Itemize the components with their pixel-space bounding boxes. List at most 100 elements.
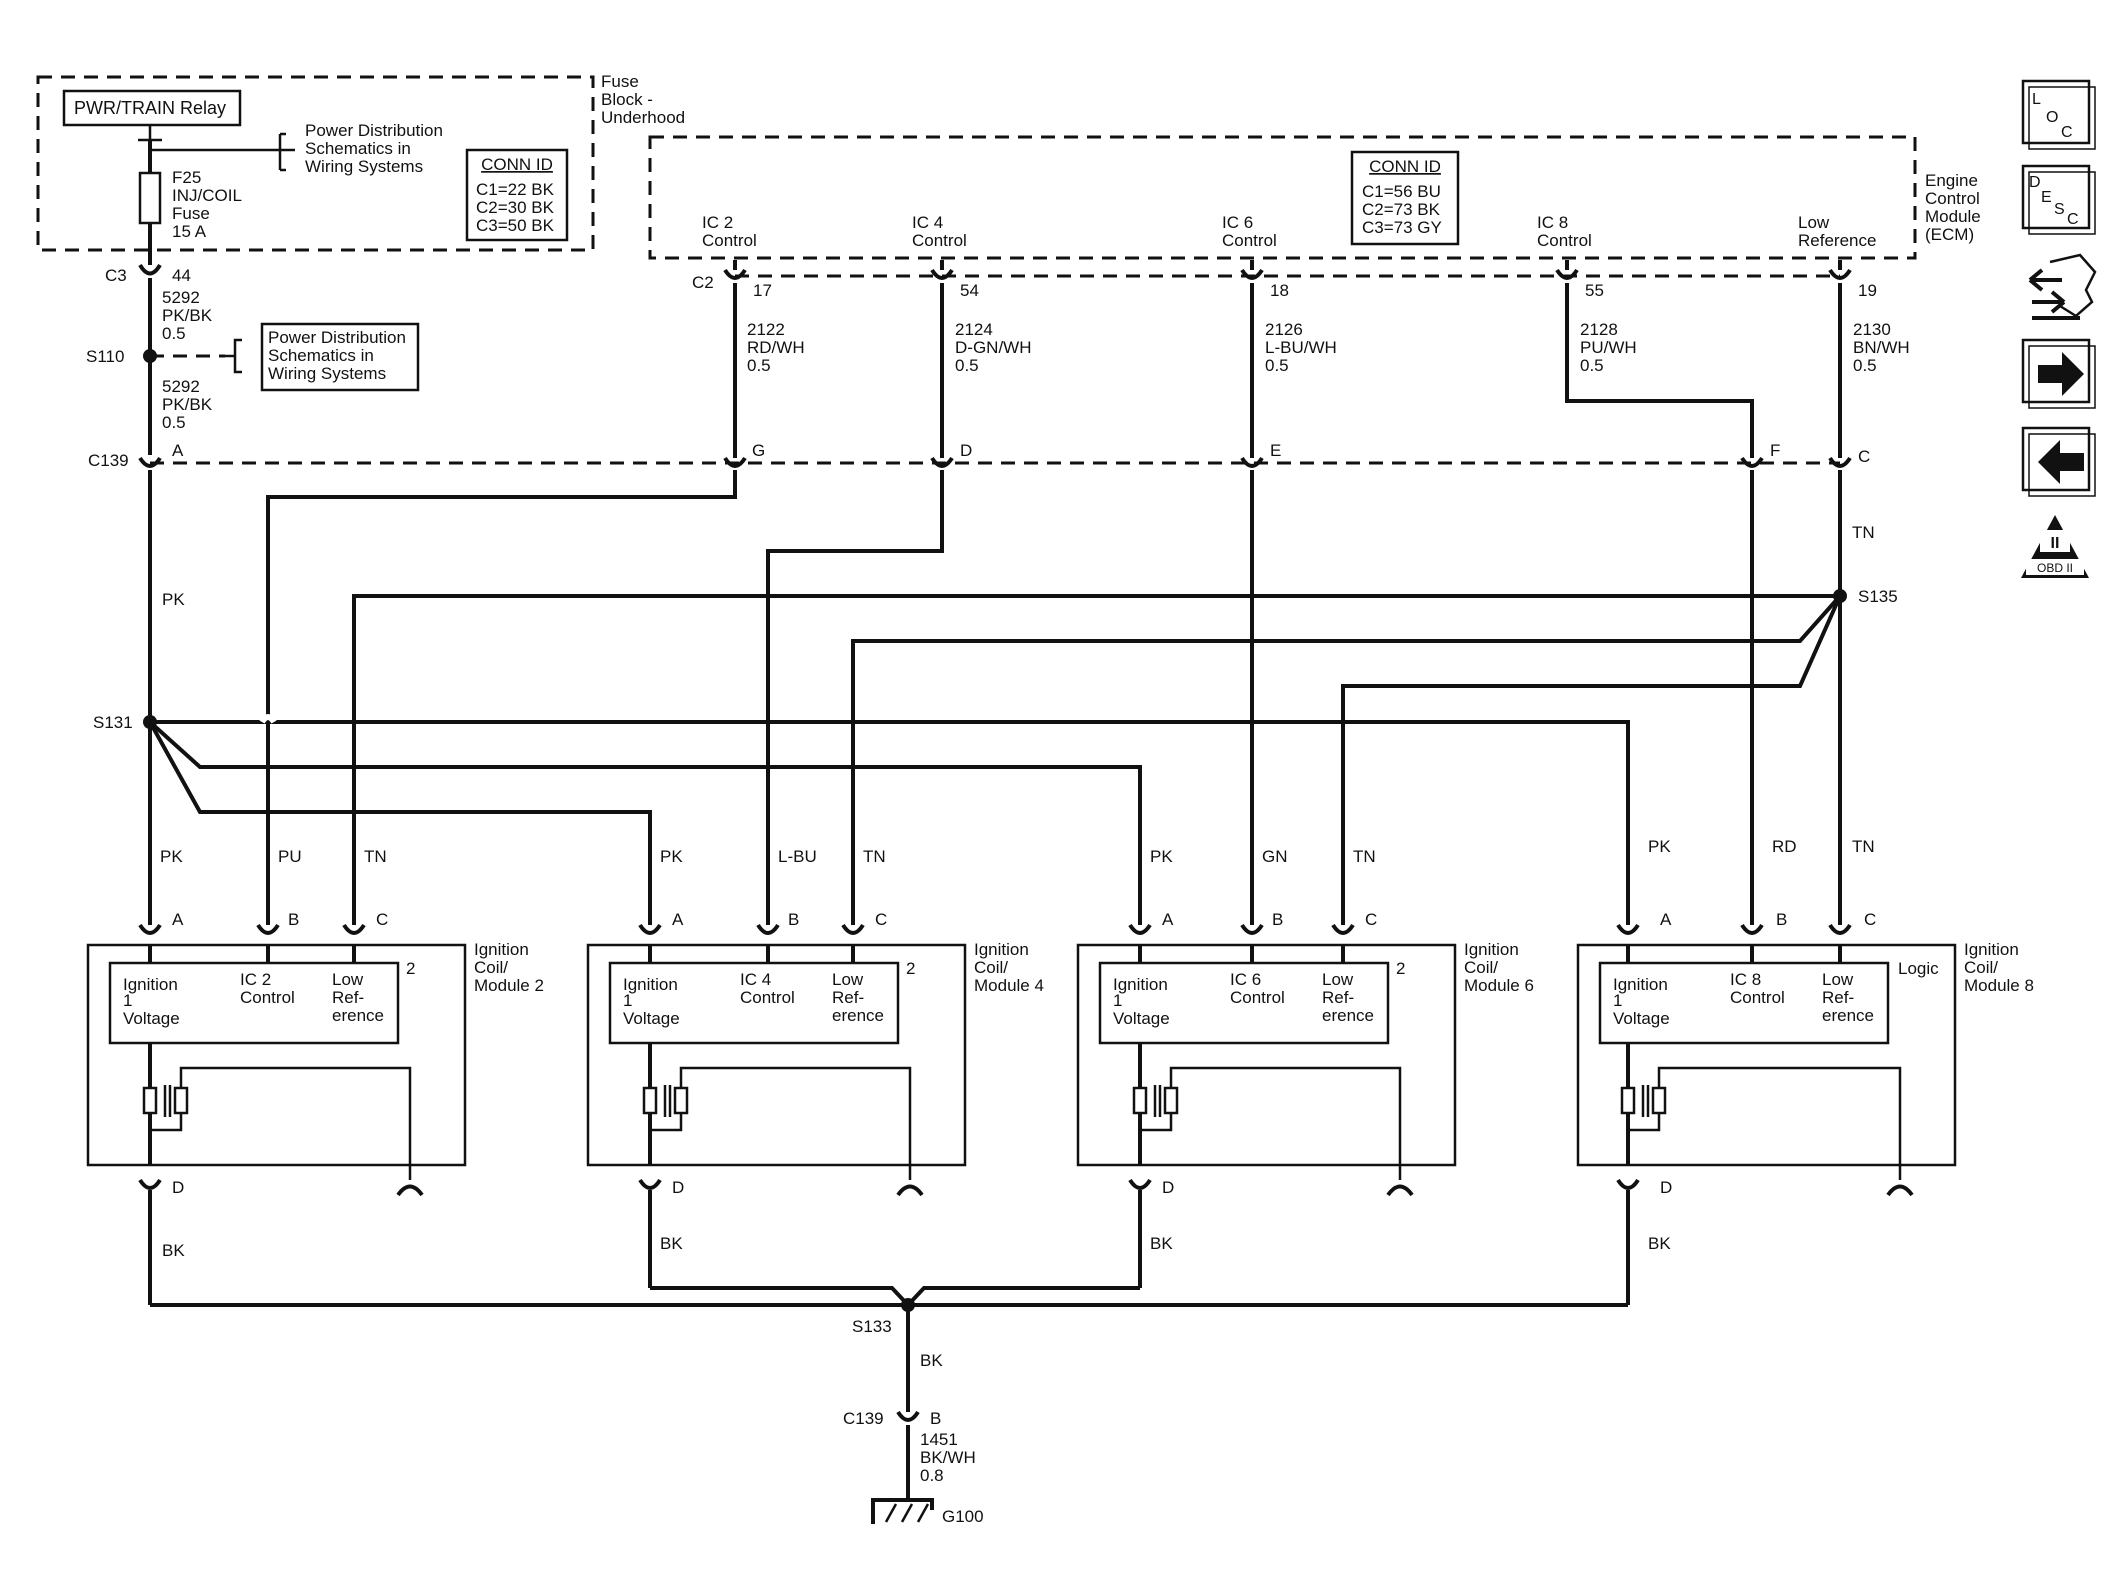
m2-wire-b: PU	[278, 847, 302, 866]
loc-icon-o: O	[2046, 109, 2058, 126]
ecm-pin-ic4-label-2: Control	[912, 231, 967, 250]
c139-connector: C139 A G D E F C	[88, 441, 1870, 470]
m4-lr-2: Ref-	[832, 988, 864, 1007]
c139-pin-a: A	[172, 441, 184, 460]
ground-wire-bk: BK	[920, 1351, 943, 1370]
connector-view-button[interactable]	[2028, 253, 2097, 320]
m2-pin-a: A	[172, 910, 184, 929]
circuit-2124-size: 0.5	[955, 356, 979, 375]
fuse-conn-id-3: C3=50 BK	[476, 216, 555, 235]
circuit-2130-num: 2130	[1853, 320, 1891, 339]
arrow-right-icon	[2038, 352, 2084, 396]
m6-ign-2: 1	[1113, 991, 1122, 1010]
ecm-conn-id-2: C2=73 BK	[1362, 200, 1441, 219]
obd-ii-button[interactable]: II OBD II	[2021, 515, 2089, 578]
ecm-pin-19: 19	[1858, 281, 1877, 300]
desc-icon-e: E	[2041, 189, 2052, 206]
feed-circuit-b-2: PK/BK	[162, 395, 213, 414]
m8-lr-1: Low	[1822, 970, 1854, 989]
ecm-pin-ic4-label-1: IC 4	[912, 213, 943, 232]
m6-note: 2	[1396, 959, 1405, 978]
m2-ign-3: Voltage	[123, 1009, 180, 1028]
fuse-conn-id-box	[465, 148, 569, 242]
m2-wire-c: TN	[364, 847, 387, 866]
circuit-2130-color: BN/WH	[1853, 338, 1910, 357]
desc-icon-c: C	[2067, 211, 2079, 228]
splice-s133-label: S133	[852, 1317, 892, 1336]
fuse-pd-ref-3: Wiring Systems	[305, 157, 423, 176]
m8-pin-b: B	[1776, 910, 1787, 929]
circuit-2122-color: RD/WH	[747, 338, 805, 357]
feed-circuit-a-1: 5292	[162, 288, 200, 307]
feed-circuit-5292: 5292 PK/BK 0.5 S110 Power Distribution S…	[86, 278, 420, 455]
c139-label: C139	[88, 451, 129, 470]
circuit-2128-num: 2128	[1580, 320, 1618, 339]
c139-pin-c: C	[1858, 447, 1870, 466]
m4-ign-3: Voltage	[623, 1009, 680, 1028]
circuit-2122-num: 2122	[747, 320, 785, 339]
ground-g100-label: G100	[942, 1507, 984, 1526]
m6-lr-3: erence	[1322, 1006, 1374, 1025]
ecm-conn-id-3: C3=73 GY	[1362, 218, 1442, 237]
desc-button[interactable]: D E S C	[2021, 164, 2096, 235]
m2-lr-2: Ref-	[332, 988, 364, 1007]
c139-pin-g: G	[752, 441, 765, 460]
splice-s131-label: S131	[93, 713, 133, 732]
splice-s110-label: S110	[86, 347, 124, 366]
m2-note: 2	[406, 959, 415, 978]
fuse-conn-id-title: CONN ID	[481, 155, 553, 174]
ecm-pin-18: 18	[1270, 281, 1289, 300]
c3-connector-pin	[138, 263, 162, 276]
m6-coil-icon	[1132, 1043, 1414, 1197]
ecm-conn-id-title: CONN ID	[1369, 157, 1441, 176]
ecm-pin-lowref-label-2: Reference	[1798, 231, 1876, 250]
m6-name-1: Ignition	[1464, 940, 1519, 959]
obd-ii-text: OBD II	[2037, 561, 2073, 575]
ground-circuit-num: 1451	[920, 1430, 958, 1449]
wire-pk-label-main: PK	[162, 590, 185, 609]
m6-ign-1: Ignition	[1113, 975, 1168, 994]
m8-lr-2: Ref-	[1822, 988, 1854, 1007]
m8-ic-2: Control	[1730, 988, 1785, 1007]
pwr-train-relay-box	[62, 89, 242, 127]
circuit-2126-size: 0.5	[1265, 356, 1289, 375]
m2-name-1: Ignition	[474, 940, 529, 959]
m6-wire-c: TN	[1353, 847, 1376, 866]
loc-icon-l: L	[2032, 91, 2041, 108]
feed-circuit-a-2: PK/BK	[162, 306, 213, 325]
next-page-button[interactable]	[2021, 338, 2096, 409]
harness-wires: PK S131 TN S135	[93, 470, 1898, 925]
c139-pin-e: E	[1270, 441, 1281, 460]
m4-wire-c: TN	[863, 847, 886, 866]
m4-pin-b: B	[788, 910, 799, 929]
m6-ic-1: IC 6	[1230, 970, 1261, 989]
m6-ic-2: Control	[1230, 988, 1285, 1007]
m4-ign-1: Ignition	[623, 975, 678, 994]
ecm-title-4: (ECM)	[1925, 225, 1974, 244]
m4-lr-1: Low	[832, 970, 864, 989]
ecm-pin-ic8-label-1: IC 8	[1537, 213, 1568, 232]
feed-circuit-a-3: 0.5	[162, 324, 186, 343]
m4-note: 2	[906, 959, 915, 978]
ignition-coil-module-8: A B C Ignition 1 Voltage IC 8 Control Lo…	[1576, 910, 2034, 1197]
circuit-2124-num: 2124	[955, 320, 993, 339]
circuit-2130-size: 0.5	[1853, 356, 1877, 375]
ecm-conn-id-box	[1350, 150, 1460, 246]
desc-icon-s: S	[2054, 201, 2065, 218]
ecm-title-1: Engine	[1925, 171, 1978, 190]
loc-button[interactable]: L O C	[2021, 79, 2096, 150]
prev-page-button[interactable]	[2021, 426, 2096, 497]
c3-pin-44: 44	[172, 266, 191, 285]
m4-wire-a: PK	[660, 847, 683, 866]
m8-wire-c: TN	[1852, 837, 1875, 856]
m8-wire-d: BK	[1648, 1234, 1671, 1253]
m2-name-2: Coil/	[474, 958, 508, 977]
ecm-pin-17: 17	[753, 281, 772, 300]
connector-view-icon	[2028, 253, 2097, 320]
m6-wire-d: BK	[1150, 1234, 1173, 1253]
obd-ii-icon: II OBD II	[2021, 515, 2089, 578]
m6-pin-a: A	[1162, 910, 1174, 929]
m4-lr-3: erence	[832, 1006, 884, 1025]
m6-wire-a: PK	[1150, 847, 1173, 866]
fuse-f25-icon	[138, 171, 162, 225]
